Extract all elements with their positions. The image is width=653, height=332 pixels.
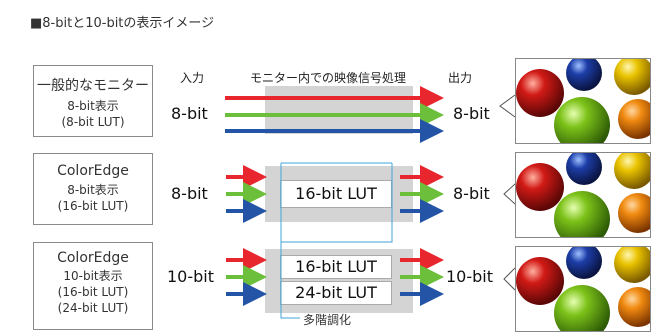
input-bit-label: 8-bit — [171, 184, 208, 203]
monitor-box-generic: 一般的なモニター 8-bit表示 (8-bit LUT) — [33, 65, 153, 137]
spheres-image — [516, 153, 650, 237]
monitor-mode: 8-bit表示 — [67, 183, 119, 197]
output-bit-label: 8-bit — [453, 184, 490, 203]
monitor-name: ColorEdge — [57, 250, 129, 266]
monitor-lut: (16-bit LUT) — [57, 199, 129, 213]
callout-bracket — [280, 163, 300, 319]
monitor-mode: 10-bit表示 — [63, 269, 123, 283]
thumbnail-pointer — [503, 267, 516, 291]
header-input: 入力 — [180, 71, 205, 85]
output-bit-label: 8-bit — [453, 104, 490, 123]
output-thumbnail-10bit-coloredge — [515, 246, 651, 332]
lut-box: 16-bit LUT — [280, 180, 392, 208]
monitor-box-coloredge-10bit: ColorEdge 10-bit表示 (16-bit LUT) (24-bit … — [33, 242, 153, 330]
spheres-image — [516, 59, 650, 143]
header-process: モニター内での映像信号処理 — [250, 71, 407, 85]
diagram-title: ■8-bitと10-bitの表示イメージ — [30, 16, 215, 31]
header-output: 出力 — [448, 71, 473, 85]
thumbnail-pointer — [499, 94, 516, 118]
monitor-lut: (8-bit LUT) — [61, 115, 125, 129]
spheres-image — [516, 247, 650, 331]
process-panel-row1 — [265, 86, 413, 134]
monitor-name: ColorEdge — [57, 163, 129, 179]
monitor-lut: (24-bit LUT) — [57, 301, 129, 315]
monitor-mode: 8-bit表示 — [67, 99, 119, 113]
input-bit-label: 8-bit — [171, 104, 208, 123]
callout-bracket — [281, 163, 393, 243]
callout-label: 多階調化 — [303, 313, 352, 327]
monitor-box-coloredge-8bit: ColorEdge 8-bit表示 (16-bit LUT) — [33, 153, 153, 225]
thumbnail-pointer — [503, 183, 516, 205]
output-bit-label: 10-bit — [446, 267, 494, 286]
lut-box: 16-bit LUT — [280, 255, 392, 279]
output-thumbnail-8bit-generic — [515, 58, 651, 144]
monitor-name: 一般的なモニター — [37, 78, 149, 94]
lut-box: 24-bit LUT — [280, 281, 392, 305]
monitor-lut: (16-bit LUT) — [57, 285, 129, 299]
output-thumbnail-8bit-coloredge — [515, 152, 651, 238]
input-bit-label: 10-bit — [167, 267, 215, 286]
